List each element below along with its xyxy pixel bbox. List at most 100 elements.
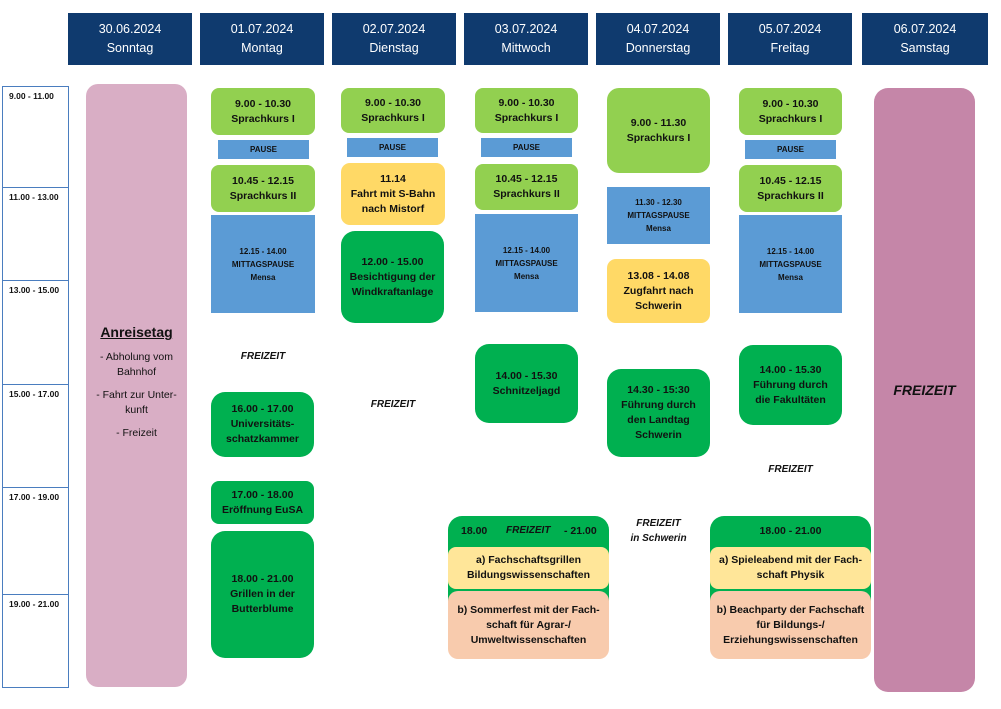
wednesday-option-a: a) Fachschaftsgrillen Bildungswissenscha… [448, 547, 609, 589]
monday-eroeffnung: 17.00 - 18.00 Eröffnung EuSA [211, 481, 314, 524]
event-time: 14.30 - 15:30 [627, 384, 690, 396]
freizeit-label: FREIZEIT [370, 399, 416, 410]
event-label: Sprachkurs I [231, 112, 295, 125]
event-label: die Fakultäten [755, 393, 826, 406]
day-header-sunday: 30.06.2024 Sonntag [68, 13, 192, 65]
day-weekday: Dienstag [369, 41, 419, 55]
wednesday-option-b: b) Sommerfest mit der Fach- schaft für A… [448, 591, 609, 659]
day-header-thursday: 04.07.2024 Donnerstag [596, 13, 720, 65]
freizeit-label: FREIZEIT [768, 464, 813, 475]
tuesday-sprachkurs-1: 9.00 - 10.30 Sprachkurs I [341, 88, 445, 133]
monday-sprachkurs-2: 10.45 - 12.15 Sprachkurs II [211, 165, 315, 212]
event-label: Grillen in der [230, 588, 295, 600]
day-date: 01.07.2024 [230, 22, 294, 36]
event-time: 18.00 - 21.00 [231, 573, 294, 585]
option-text: Umweltwissenschaften [470, 633, 587, 646]
sunday-arrival-block: Anreisetag - Abholung vom Bahnhof - Fahr… [86, 84, 187, 687]
friday-freizeit: FREIZEIT [739, 462, 842, 477]
option-text: a) Spieleabend mit der Fach- [719, 554, 862, 566]
tuesday-sbahn: 11.14 Fahrt mit S-Bahn nach Mistorf [341, 163, 445, 225]
thursday-landtag: 14.30 - 15:30 Führung durch den Landtag … [607, 369, 710, 457]
arrival-title: Anreisetag [100, 324, 173, 340]
option-text: schaft Physik [756, 569, 825, 581]
day-header-friday: 05.07.2024 Freitag [728, 13, 852, 65]
wednesday-evening-block: 18.00 FREIZEIT - 21.00 a) Fachschaftsgri… [448, 516, 609, 659]
day-date: 05.07.2024 [758, 22, 822, 36]
event-time: 10.45 - 12.15 [759, 174, 822, 187]
event-place: Mensa [514, 271, 539, 281]
freizeit-sub: in Schwerin [630, 533, 687, 544]
event-label: Schnitzeljagd [492, 384, 561, 397]
event-label: Besichtigung der [349, 270, 436, 283]
event-label: Universitäts- [230, 418, 295, 430]
pause-label: PAUSE [777, 145, 804, 154]
monday-schatzkammer: 16.00 - 17.00 Universitäts- schatzkammer [211, 392, 314, 457]
event-label: Butterblume [231, 603, 294, 615]
event-label: MITTAGSPAUSE [231, 259, 295, 269]
event-label: Sprachkurs II [229, 189, 297, 202]
option-text: a) Fachschaftsgrillen [475, 554, 582, 566]
time-slot: 11.00 - 13.00 [3, 187, 68, 280]
event-label: Schwerin [635, 299, 682, 312]
wednesday-lunch: 12.15 - 14.00 MITTAGSPAUSE Mensa [475, 214, 578, 312]
friday-fakultaeten: 14.00 - 15.30 Führung durch die Fakultät… [739, 345, 842, 425]
event-time: 9.00 - 10.30 [364, 96, 422, 109]
saturday-block: FREIZEIT [874, 88, 975, 692]
day-header-tuesday: 02.07.2024 Dienstag [332, 13, 456, 65]
event-time: 14.00 - 15.30 [495, 369, 558, 382]
time-column: 9.00 - 11.00 11.00 - 13.00 13.00 - 15.00… [2, 86, 69, 688]
event-label: Sprachkurs I [626, 131, 691, 144]
wednesday-schnitzeljagd: 14.00 - 15.30 Schnitzeljagd [475, 344, 578, 423]
friday-evening-block: 18.00 - 21.00 a) Spieleabend mit der Fac… [710, 516, 871, 659]
event-time: 9.00 - 10.30 [498, 96, 555, 109]
monday-lunch: 12.15 - 14.00 MITTAGSPAUSE Mensa [211, 215, 315, 313]
event-time: 13.08 - 14.08 [627, 269, 690, 282]
event-time: 14.00 - 15.30 [759, 363, 822, 376]
event-label: Sprachkurs I [758, 112, 823, 125]
day-date: 06.07.2024 [893, 22, 957, 36]
event-time: 11.14 [380, 172, 406, 185]
saturday-freizeit: FREIZEIT [893, 382, 956, 398]
option-text: b) Beachparty der Fachschaft [716, 603, 865, 616]
event-time: 17.00 - 18.00 [231, 488, 294, 501]
time-slot: 9.00 - 11.00 [9, 91, 54, 101]
day-date: 02.07.2024 [362, 22, 426, 36]
tuesday-pause: PAUSE [347, 138, 438, 157]
event-label: Sprachkurs II [757, 189, 824, 202]
time-slot: 19.00 - 21.00 [3, 594, 68, 689]
event-time: 16.00 - 17.00 [231, 403, 294, 415]
monday-grillen: 18.00 - 21.00 Grillen in der Butterblume [211, 531, 314, 658]
friday-option-b: b) Beachparty der Fachschaft für Bildung… [710, 591, 871, 659]
day-date: 03.07.2024 [494, 22, 558, 36]
event-label: schatzkammer [226, 433, 299, 445]
event-time: 12.15 - 14.00 [766, 246, 815, 256]
event-time: 12.15 - 14.00 [239, 246, 287, 256]
friday-sprachkurs-1: 9.00 - 10.30 Sprachkurs I [739, 88, 842, 135]
evening-time: 18.00 - 21.00 [759, 525, 822, 537]
arrival-item: - Fahrt zur Unter-kunft [96, 389, 177, 416]
freizeit-label: FREIZEIT [240, 351, 286, 362]
friday-pause: PAUSE [745, 140, 836, 159]
thursday-sprachkurs-1: 9.00 - 11.30 Sprachkurs I [607, 88, 710, 173]
event-label: nach Mistorf [361, 202, 425, 215]
day-date: 30.06.2024 [98, 22, 162, 36]
event-label: MITTAGSPAUSE [495, 258, 558, 268]
wednesday-sprachkurs-2: 10.45 - 12.15 Sprachkurs II [475, 164, 578, 210]
monday-freizeit: FREIZEIT [211, 349, 315, 364]
event-time: 12.15 - 14.00 [502, 245, 551, 255]
thursday-lunch: 11.30 - 12.30 MITTAGSPAUSE Mensa [607, 187, 710, 244]
evening-start: 18.00 [461, 525, 488, 537]
event-label: Eröffnung EuSA [221, 503, 304, 516]
event-time: 9.00 - 11.30 [630, 116, 687, 129]
thursday-zugfahrt: 13.08 - 14.08 Zugfahrt nach Schwerin [607, 259, 710, 323]
option-text: Erziehungswissenschaften [723, 633, 858, 646]
event-label: Sprachkurs I [361, 111, 425, 124]
monday-sprachkurs-1: 9.00 - 10.30 Sprachkurs I [211, 88, 315, 135]
option-text: für Bildungs-/ [756, 618, 825, 631]
event-label: Zugfahrt nach [623, 284, 694, 297]
friday-lunch: 12.15 - 14.00 MITTAGSPAUSE Mensa [739, 215, 842, 313]
time-slot: 17.00 - 19.00 [3, 487, 68, 594]
event-label: Sprachkurs II [493, 188, 560, 200]
day-header-wednesday: 03.07.2024 Mittwoch [464, 13, 588, 65]
event-label: MITTAGSPAUSE [627, 211, 690, 220]
